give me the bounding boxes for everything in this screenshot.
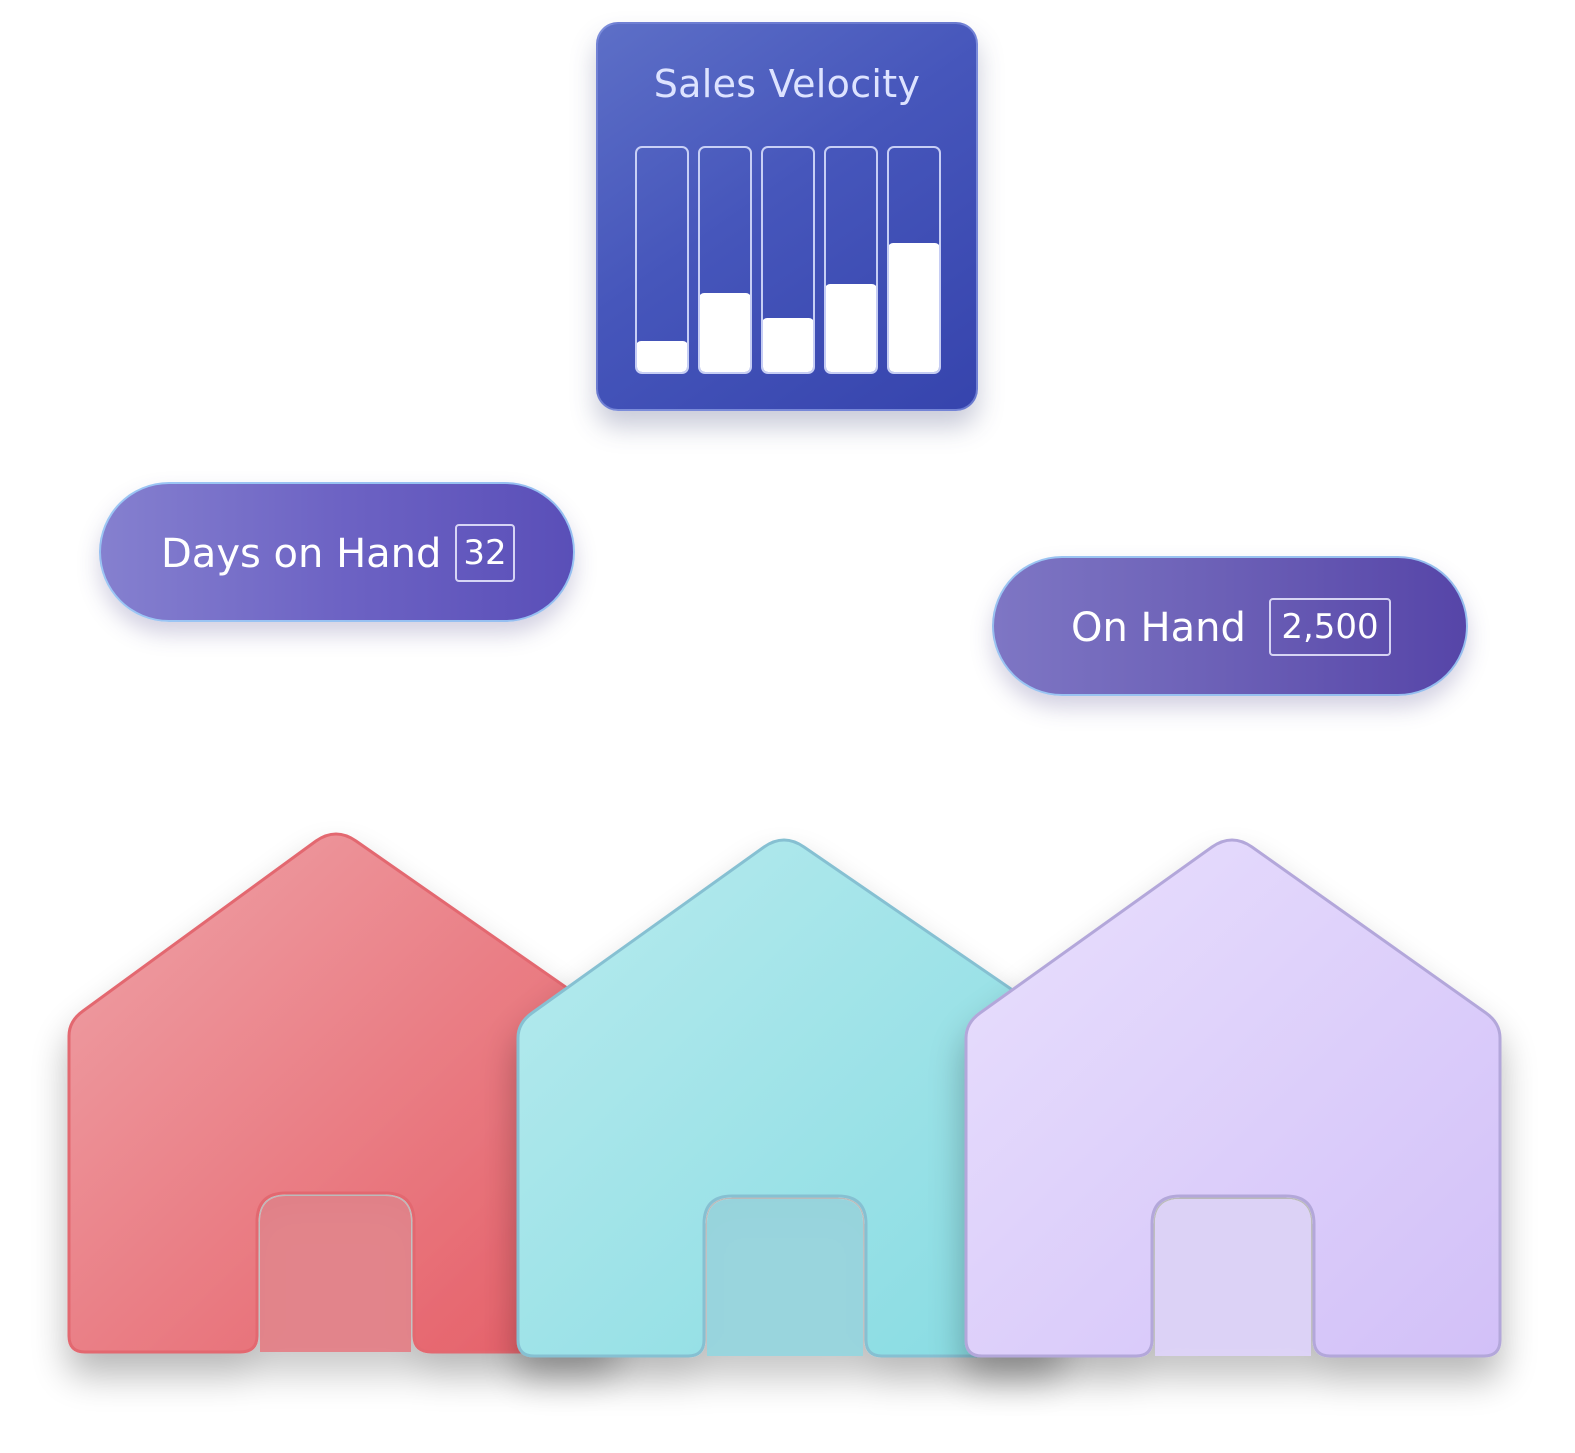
velocity-bar-4	[824, 146, 878, 374]
velocity-bar-fill-2	[700, 293, 750, 372]
on-hand-value: 2,500	[1269, 598, 1391, 656]
sales-velocity-bars	[635, 146, 941, 374]
on-hand-pill: On Hand 2,500	[992, 556, 1468, 696]
sales-velocity-title: Sales Velocity	[653, 62, 921, 106]
teal-house-door	[707, 1199, 863, 1356]
velocity-bar-fill-4	[826, 284, 876, 372]
red-house	[67, 832, 616, 1354]
lavender-house	[964, 838, 1502, 1358]
velocity-bar-2	[698, 146, 752, 374]
velocity-bar-3	[761, 146, 815, 374]
on-hand-label: On Hand	[1071, 605, 1246, 651]
sales-velocity-card: Sales Velocity	[596, 22, 978, 411]
days-on-hand-pill: Days on Hand 32	[99, 482, 575, 622]
velocity-bar-1	[635, 146, 689, 374]
days-on-hand-value: 32	[455, 524, 515, 582]
velocity-bar-5	[887, 146, 941, 374]
lavender-house-door	[1155, 1199, 1311, 1356]
red-house-door	[260, 1196, 411, 1352]
velocity-bar-fill-3	[763, 318, 813, 372]
days-on-hand-label: Days on Hand	[161, 531, 442, 577]
velocity-bar-fill-5	[889, 243, 939, 372]
velocity-bar-fill-1	[637, 341, 687, 372]
